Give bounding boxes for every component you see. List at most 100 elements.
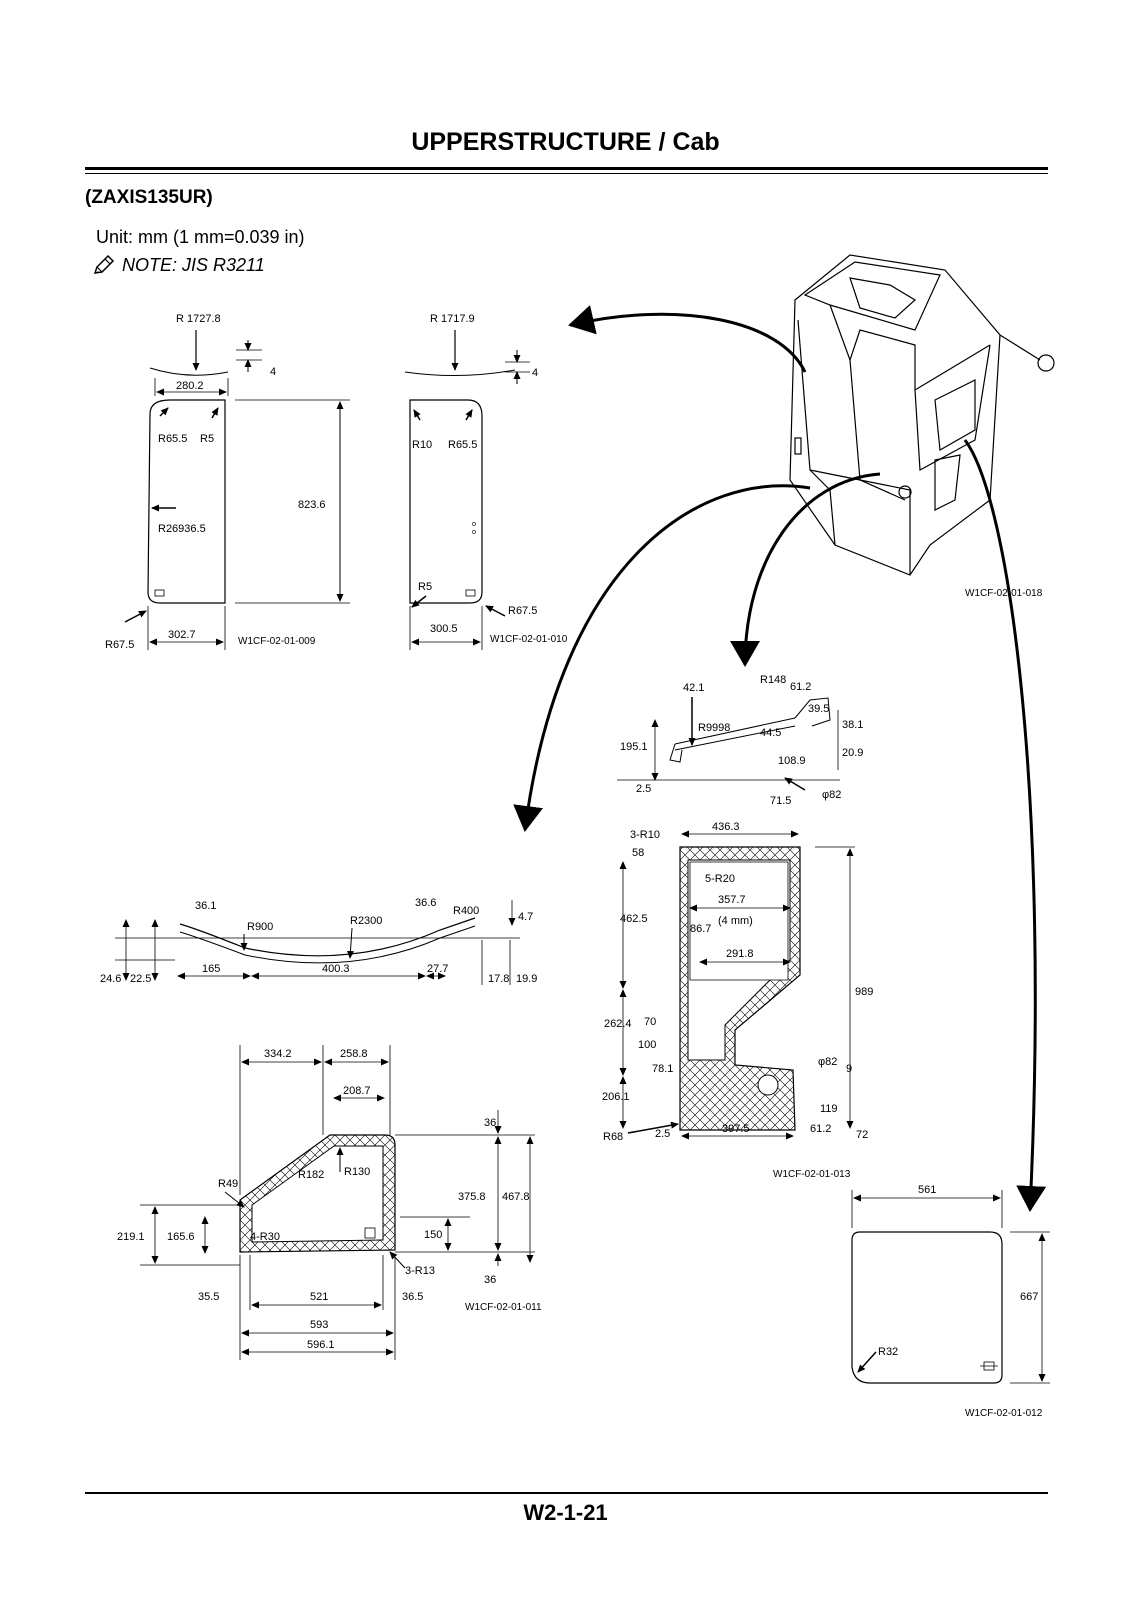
dim-label: 24.6 xyxy=(100,973,121,985)
dim-label: 3-R13 xyxy=(405,1265,435,1277)
dim-label: 9 xyxy=(846,1063,852,1075)
dim-label: 5-R20 xyxy=(705,873,735,885)
dim-label: 119 xyxy=(820,1103,838,1115)
dim-label: R5 xyxy=(418,581,432,593)
dim-label: R148 xyxy=(760,674,786,686)
figure-code: W1CF-02-01-012 xyxy=(965,1408,1043,1419)
side-glass-right: R 1717.9 4 R10 R65.5 R5 R67.5 300.5 W1CF… xyxy=(404,313,568,650)
dim-label: 667 xyxy=(1020,1291,1038,1303)
dim-label: 561 xyxy=(918,1184,936,1196)
dim-label: 3-R10 xyxy=(630,829,660,841)
dim-label: 70 xyxy=(644,1016,656,1028)
dim-label: 20.9 xyxy=(842,747,863,759)
dim-label: 4 xyxy=(270,366,276,378)
dim-label: 27.7 xyxy=(427,963,448,975)
footer-rule xyxy=(85,1492,1048,1494)
dim-label: R67.5 xyxy=(105,639,134,651)
dim-label: 78.1 xyxy=(652,1063,673,1075)
dim-label: 71.5 xyxy=(770,795,791,807)
dim-label: 262.4 xyxy=(604,1018,632,1030)
dim-label: 22.5 xyxy=(130,973,151,985)
dim-label: 19.9 xyxy=(516,973,537,985)
dim-label: 36 xyxy=(484,1117,496,1129)
dim-label: 36.5 xyxy=(402,1291,423,1303)
dim-label: 436.3 xyxy=(712,821,740,833)
dim-label: R65.5 xyxy=(448,439,477,451)
side-glass-left: R 1727.8 4 280.2 R65.5 R5 R26936.5 823.6… xyxy=(105,313,350,651)
dim-label: 4-R30 xyxy=(250,1231,280,1243)
rear-glass: 561 667 R32 W1CF-02-01-012 xyxy=(851,1184,1050,1419)
dim-label: 291.8 xyxy=(726,948,754,960)
dim-label: 195.1 xyxy=(620,741,648,753)
dim-label: R67.5 xyxy=(508,605,537,617)
dim-label: 58 xyxy=(632,847,644,859)
dim-label: R182 xyxy=(298,1169,324,1181)
dim-label: R9998 xyxy=(698,722,730,734)
dim-label: 4.7 xyxy=(518,911,533,923)
dim-label: 521 xyxy=(310,1291,328,1303)
figure-code: W1CF-02-01-013 xyxy=(773,1169,851,1180)
dim-label: 375.8 xyxy=(458,1191,486,1203)
figure-code: W1CF-02-01-011 xyxy=(465,1302,542,1313)
dim-label: 150 xyxy=(424,1229,442,1241)
dim-label: R400 xyxy=(453,905,479,917)
dim-label: 100 xyxy=(638,1039,656,1051)
dim-label: R26936.5 xyxy=(158,523,206,535)
dim-label: R65.5 xyxy=(158,433,187,445)
dim-label: R5 xyxy=(200,433,214,445)
front-lower-glass: 334.2 258.8 208.7 36 R49 R182 R130 375.8… xyxy=(117,1045,542,1360)
dim-label: 39.5 xyxy=(808,703,829,715)
figure-code: W1CF-02-01-010 xyxy=(490,634,568,645)
front-profile: 36.1 R900 R2300 36.6 R400 4.7 24.6 22.5 … xyxy=(100,897,537,985)
dim-label: 72 xyxy=(856,1129,868,1141)
dim-label: φ82 xyxy=(818,1056,837,1068)
dim-label: R68 xyxy=(603,1131,623,1143)
dim-label: 35.5 xyxy=(198,1291,219,1303)
dim-label: 2.5 xyxy=(636,783,651,795)
dim-label: 108.9 xyxy=(778,755,806,767)
dim-label: 300.5 xyxy=(430,623,458,635)
dim-label: 989 xyxy=(855,986,873,998)
dim-label: 467.8 xyxy=(502,1191,530,1203)
dim-label: 596.1 xyxy=(307,1339,335,1351)
dim-label: 36 xyxy=(484,1274,496,1286)
dim-label: 61.2 xyxy=(810,1123,831,1135)
figure-code: W1CF-02-01-009 xyxy=(238,636,316,647)
header-rule-thin xyxy=(85,173,1048,174)
dim-label: 38.1 xyxy=(842,719,863,731)
header-rule xyxy=(85,167,1048,170)
leader-arrows xyxy=(513,305,1047,1212)
page-number: W2-1-21 xyxy=(523,1500,608,1525)
dim-label: 36.1 xyxy=(195,900,216,912)
dim-label: 2.5 xyxy=(655,1128,670,1140)
dim-label: 397.5 xyxy=(722,1123,750,1135)
dim-label: 4 xyxy=(532,367,538,379)
dim-label: R 1717.9 xyxy=(430,313,475,325)
dim-label: (4 mm) xyxy=(718,915,753,927)
dim-label: 86.7 xyxy=(690,923,711,935)
dim-label: 258.8 xyxy=(340,1048,368,1060)
pencil-note-icon xyxy=(92,254,116,276)
dim-label: 823.6 xyxy=(298,499,326,511)
cab-illustration: W1CF-02-01-018 xyxy=(789,254,1055,599)
dim-label: R900 xyxy=(247,921,273,933)
dim-label: 165 xyxy=(202,963,220,975)
dim-label: 61.2 xyxy=(790,681,811,693)
dim-label: 302.7 xyxy=(168,629,196,641)
note-text: NOTE: JIS R3211 xyxy=(122,254,265,275)
dim-label: 17.8 xyxy=(488,973,509,985)
dim-label: R49 xyxy=(218,1178,238,1190)
dim-label: 593 xyxy=(310,1319,328,1331)
dim-label: 462.5 xyxy=(620,913,648,925)
note: NOTE: JIS R3211 xyxy=(92,254,265,276)
unit-text: Unit: mm (1 mm=0.039 in) xyxy=(96,227,305,247)
dim-label: 36.6 xyxy=(415,897,436,909)
figure-code: W1CF-02-01-018 xyxy=(965,588,1043,599)
dim-label: R10 xyxy=(412,439,432,451)
dim-label: R2300 xyxy=(350,915,382,927)
dim-label: 208.7 xyxy=(343,1085,371,1097)
dim-label: R 1727.8 xyxy=(176,313,221,325)
dim-label: 219.1 xyxy=(117,1231,145,1243)
dim-label: R32 xyxy=(878,1346,898,1358)
